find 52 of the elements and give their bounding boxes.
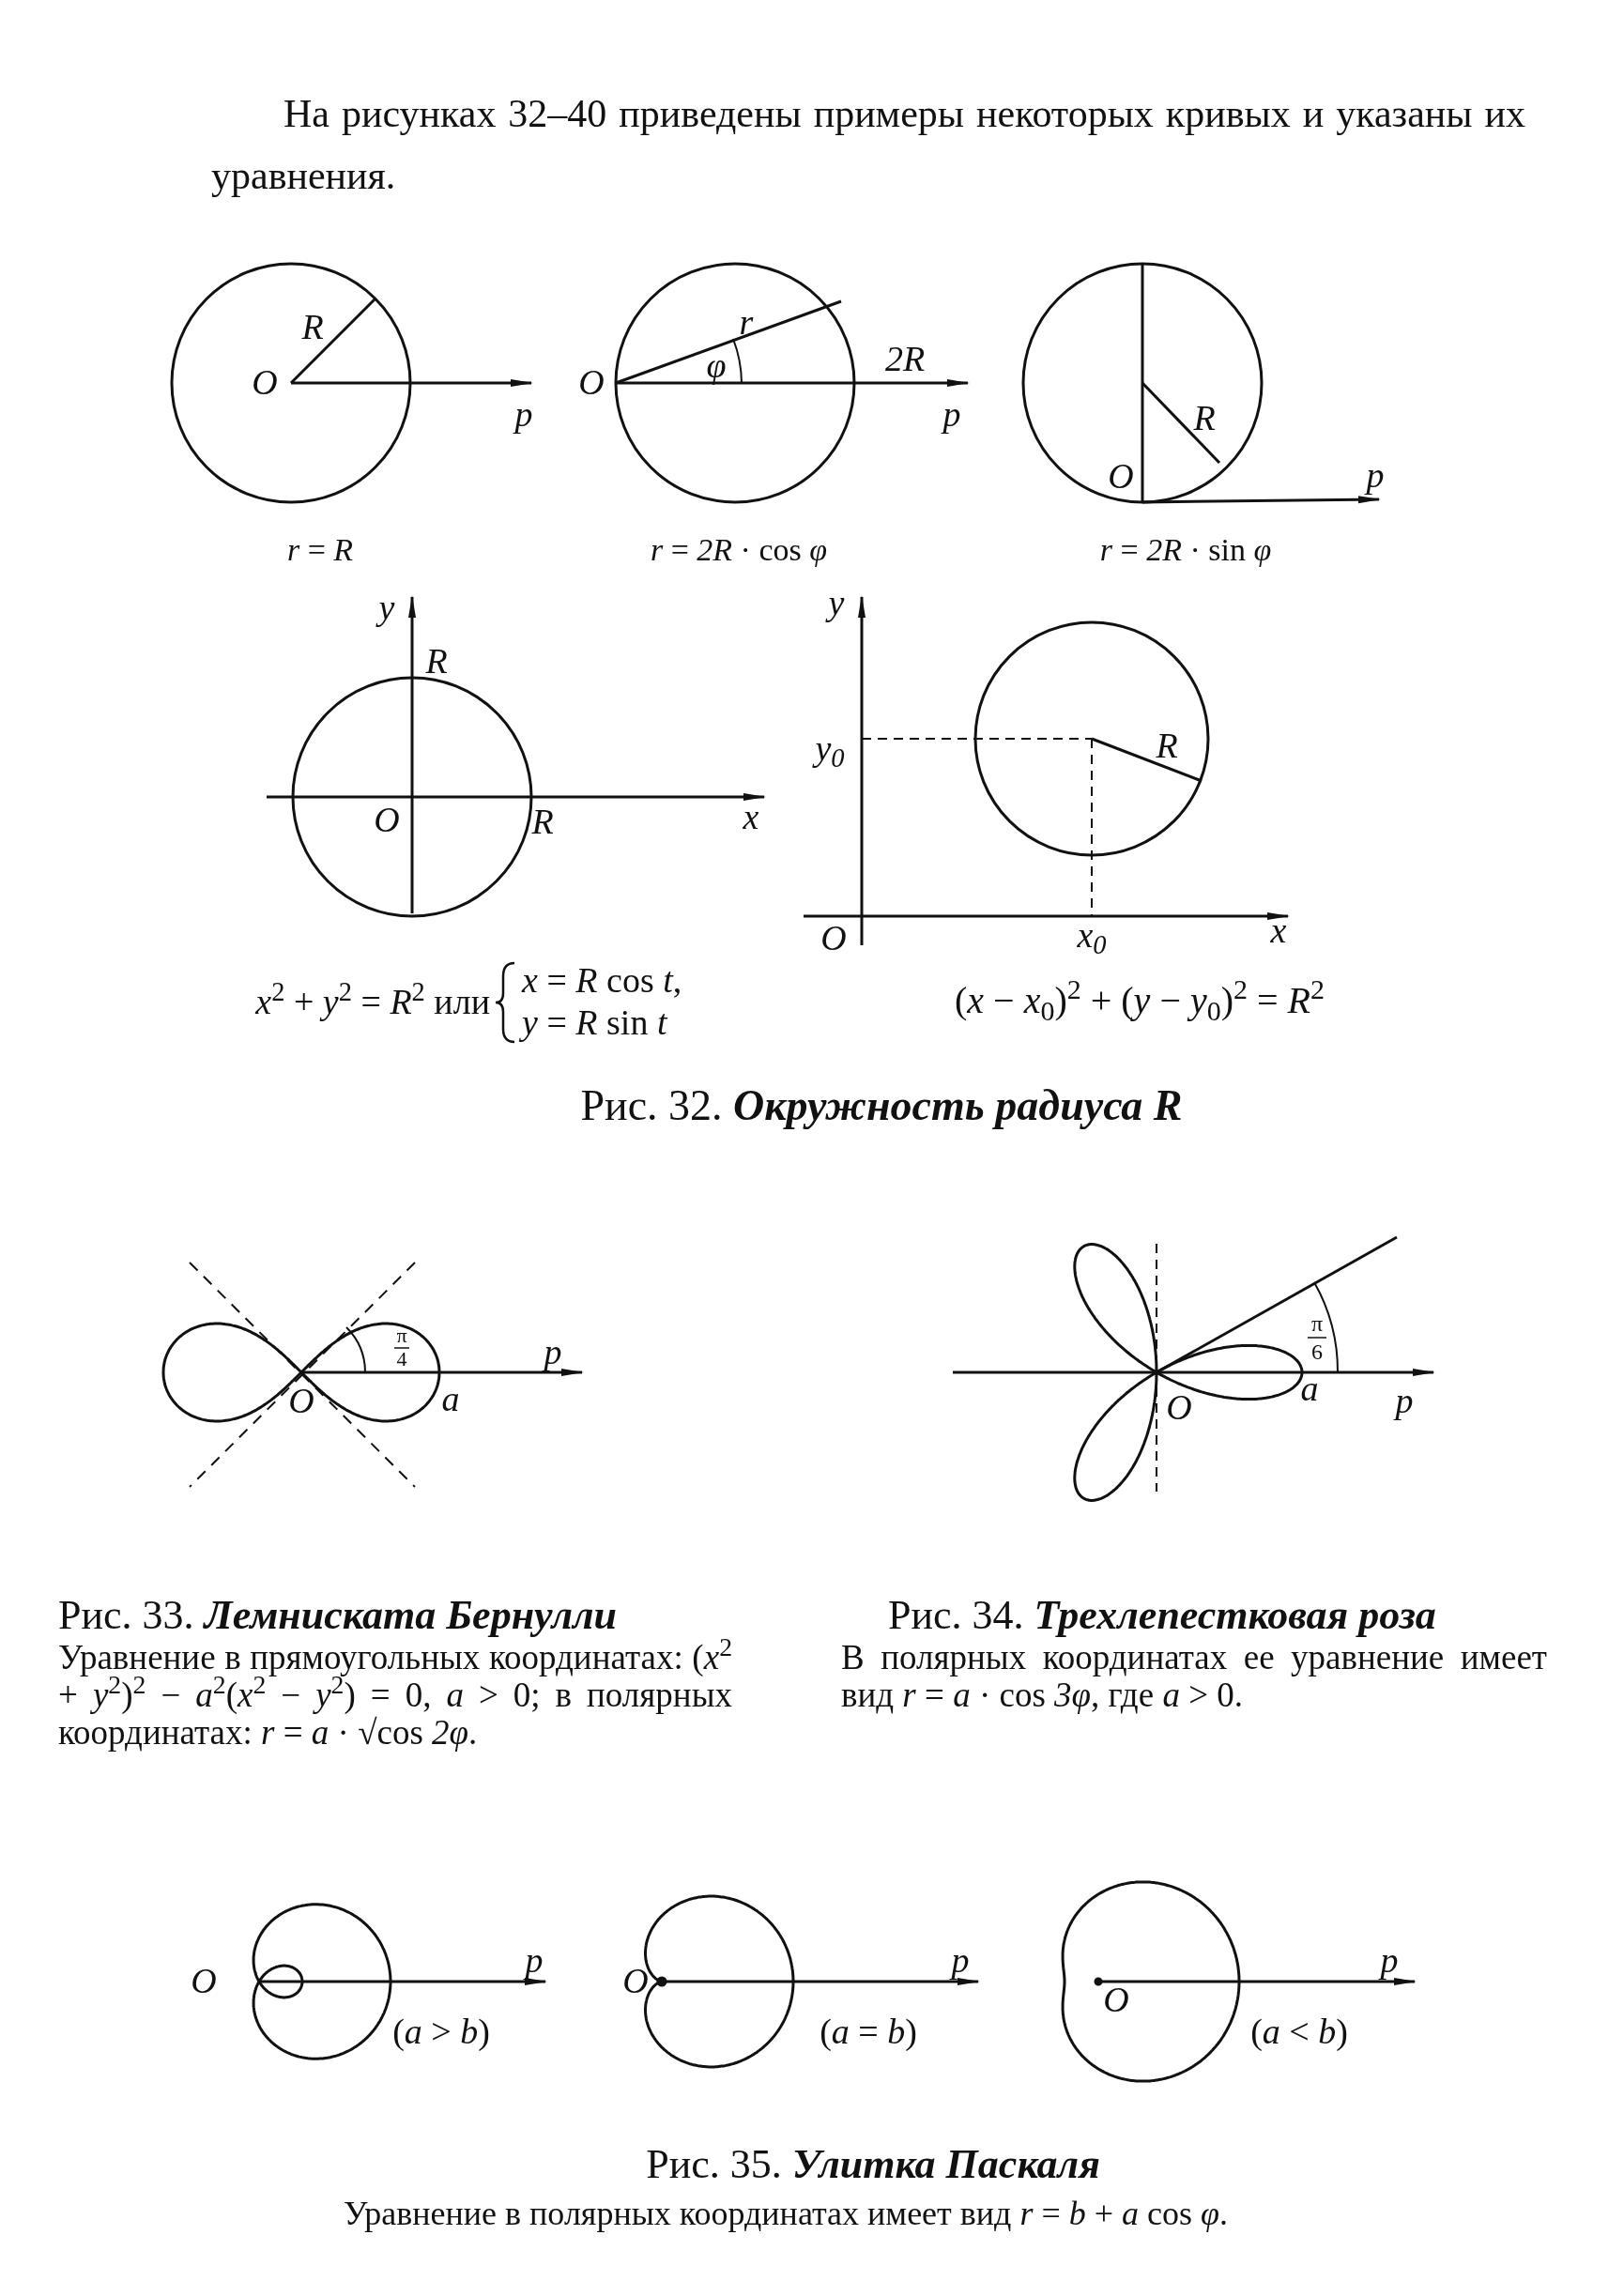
formula: x = R cos t, — [522, 959, 682, 1003]
point-label: a — [441, 1378, 460, 1421]
angle-label: π — [396, 1323, 407, 1349]
angle-label: π — [1310, 1310, 1324, 1338]
point-label: 2R — [884, 338, 926, 381]
point-label: O — [374, 799, 400, 842]
figure-caption: Рис. 32. Окружность радиуса R — [580, 1080, 1183, 1132]
formula: r = R — [286, 530, 354, 569]
point-label: O — [191, 1960, 217, 2003]
axis-label: p — [1380, 1939, 1399, 1982]
intro-text: На рисунках 32–40 приведены примеры некоторых кривых и указаны их уравнения. — [211, 91, 1525, 199]
point-label: R — [531, 801, 554, 844]
point-label: a — [1300, 1368, 1319, 1411]
point-label: O — [1103, 1979, 1129, 2022]
figure-caption: Рис. 34. Трехлепестковая роза — [888, 1590, 1436, 1640]
angle-label: 6 — [1311, 1339, 1323, 1366]
point-label: O — [252, 361, 278, 405]
point-label: O — [288, 1380, 314, 1423]
axis-label: x — [743, 796, 759, 839]
caption-text: Уравнение в полярных координатах имеет вид r = b + a cos φ. — [344, 2193, 1228, 2234]
angle-label: φ — [706, 344, 727, 388]
point-label: O — [1166, 1386, 1192, 1430]
figure-caption: Рис. 35. Улитка Паскаля — [646, 2139, 1100, 2189]
point-label: O — [578, 361, 605, 405]
formula: x$^{2}$ + y$^{2}$ = R$^{2}$ или — [255, 980, 490, 1024]
axis-label: p — [1366, 454, 1385, 498]
caption-text: Уравнение в прямоугольных координатах: (x$^{2}$ + y$^{2}$)$^{2}$ − a$^{2}$(x$^{2}$ − y$^{2}$) = 0, a > 0; в полярных координатах: r = a · √cos 2φ. — [58, 1639, 732, 1752]
axis-label: p — [525, 1939, 544, 1982]
condition-label: (a < b) — [1250, 2011, 1348, 2054]
caption-text: В полярных координатах ее уравнение имеет вид r = a · cos 3φ, где a > 0. — [841, 1639, 1547, 1714]
point-label: O — [820, 917, 847, 960]
figure-caption: Рис. 33. Лемниската Бернулли — [58, 1590, 618, 1640]
angle-label: 4 — [396, 1346, 407, 1372]
tick-label: x$_{0}$ — [1077, 914, 1107, 958]
point-label: R — [301, 306, 324, 349]
point-label: R — [425, 640, 448, 683]
axis-label: x — [1270, 910, 1287, 953]
formula: r = 2R · sin φ — [1099, 530, 1272, 569]
point-label: O — [1108, 455, 1134, 498]
axis-label: p — [951, 1939, 970, 1982]
point-label: R — [1156, 725, 1178, 768]
condition-label: (a > b) — [392, 2011, 490, 2054]
point-label: O — [622, 1960, 649, 2003]
axis-label: p — [1395, 1380, 1414, 1423]
axis-label: p — [544, 1331, 562, 1374]
axis-label: p — [514, 393, 533, 436]
condition-label: (a = b) — [820, 2011, 917, 2054]
formula: r = 2R · cos φ — [650, 530, 828, 569]
point-label: R — [1193, 397, 1216, 440]
formula: (x − x$_{0}$)$^{2}$ + (y − y$_{0}$)$^{2}$ = R$^{2}$ — [954, 977, 1325, 1024]
point-label: r — [739, 301, 754, 344]
axis-label: p — [942, 393, 961, 436]
